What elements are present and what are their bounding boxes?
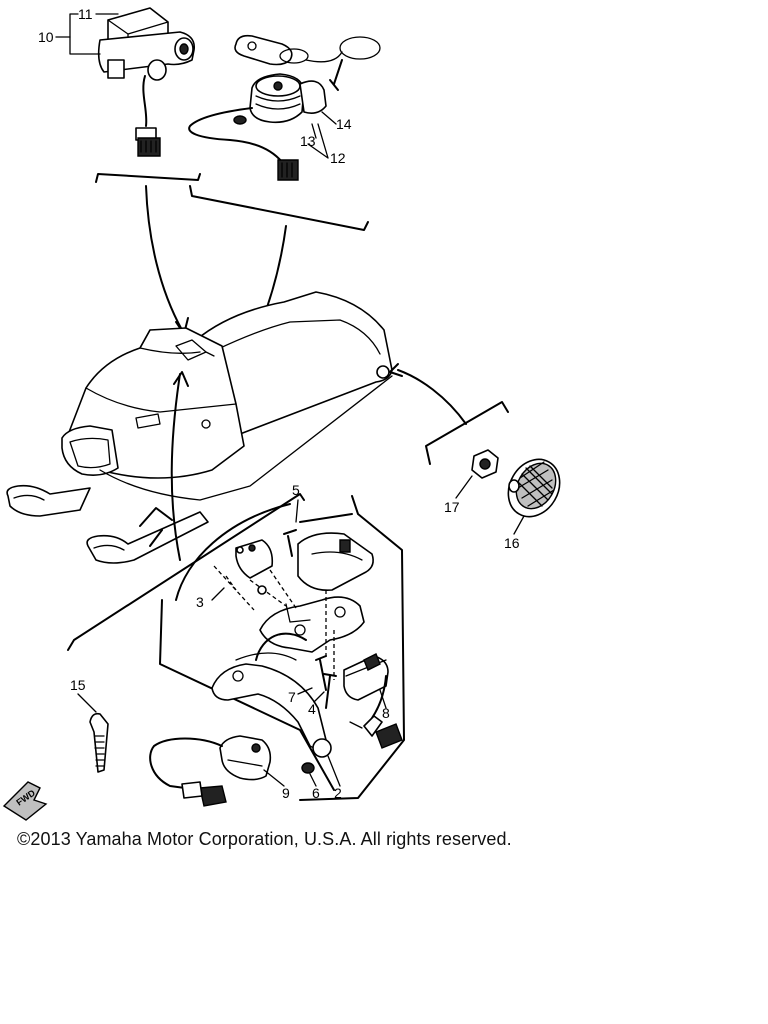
part-cable-switch — [149, 735, 315, 807]
copyright-notice: ©2013 Yamaha Motor Corporation, U.S.A. A… — [17, 829, 512, 849]
callout-label-6: 6 — [312, 785, 320, 801]
callout-label-10: 10 — [38, 29, 54, 45]
reflector-arrow — [389, 363, 509, 465]
part-bolt — [89, 712, 109, 773]
callout-10-11: 10 11 — [38, 6, 119, 55]
callout-label-7: 7 — [288, 689, 296, 705]
parts-diagram: 10 11 13 14 12 — [2, 6, 561, 821]
callout-12-13-14: 13 14 12 — [300, 111, 352, 166]
callout-label-14: 14 — [336, 116, 352, 132]
fwd-arrow: FWD — [2, 781, 48, 821]
callout-label-15: 15 — [70, 677, 86, 693]
snowmobile-body — [6, 291, 393, 564]
callout-label-9: 9 — [282, 785, 290, 801]
callout-label-3: 3 — [196, 594, 204, 610]
callout-label-13: 13 — [300, 133, 316, 149]
callout-label-8: 8 — [382, 705, 390, 721]
callout-label-17: 17 — [444, 499, 460, 515]
callout-label-16: 16 — [504, 535, 520, 551]
callout-label-2: 2 — [334, 785, 342, 801]
callout-label-4: 4 — [308, 701, 316, 717]
part-throttle-switch — [343, 653, 403, 749]
part-switch-assembly — [97, 7, 196, 157]
part-key-assembly — [188, 34, 381, 181]
part-throttle-lever — [211, 632, 332, 758]
part-reflector — [471, 449, 561, 518]
assembly-guides — [213, 565, 335, 680]
callout-label-11: 11 — [78, 6, 93, 22]
part-throttle-housing — [235, 529, 374, 592]
callout-label-5: 5 — [292, 482, 300, 498]
callout-16-17: 17 16 — [444, 475, 525, 551]
part-base-plate — [259, 596, 365, 653]
callout-label-12: 12 — [330, 150, 346, 166]
callout-lower: 5 3 15 7 4 8 9 6 2 — [70, 482, 390, 801]
